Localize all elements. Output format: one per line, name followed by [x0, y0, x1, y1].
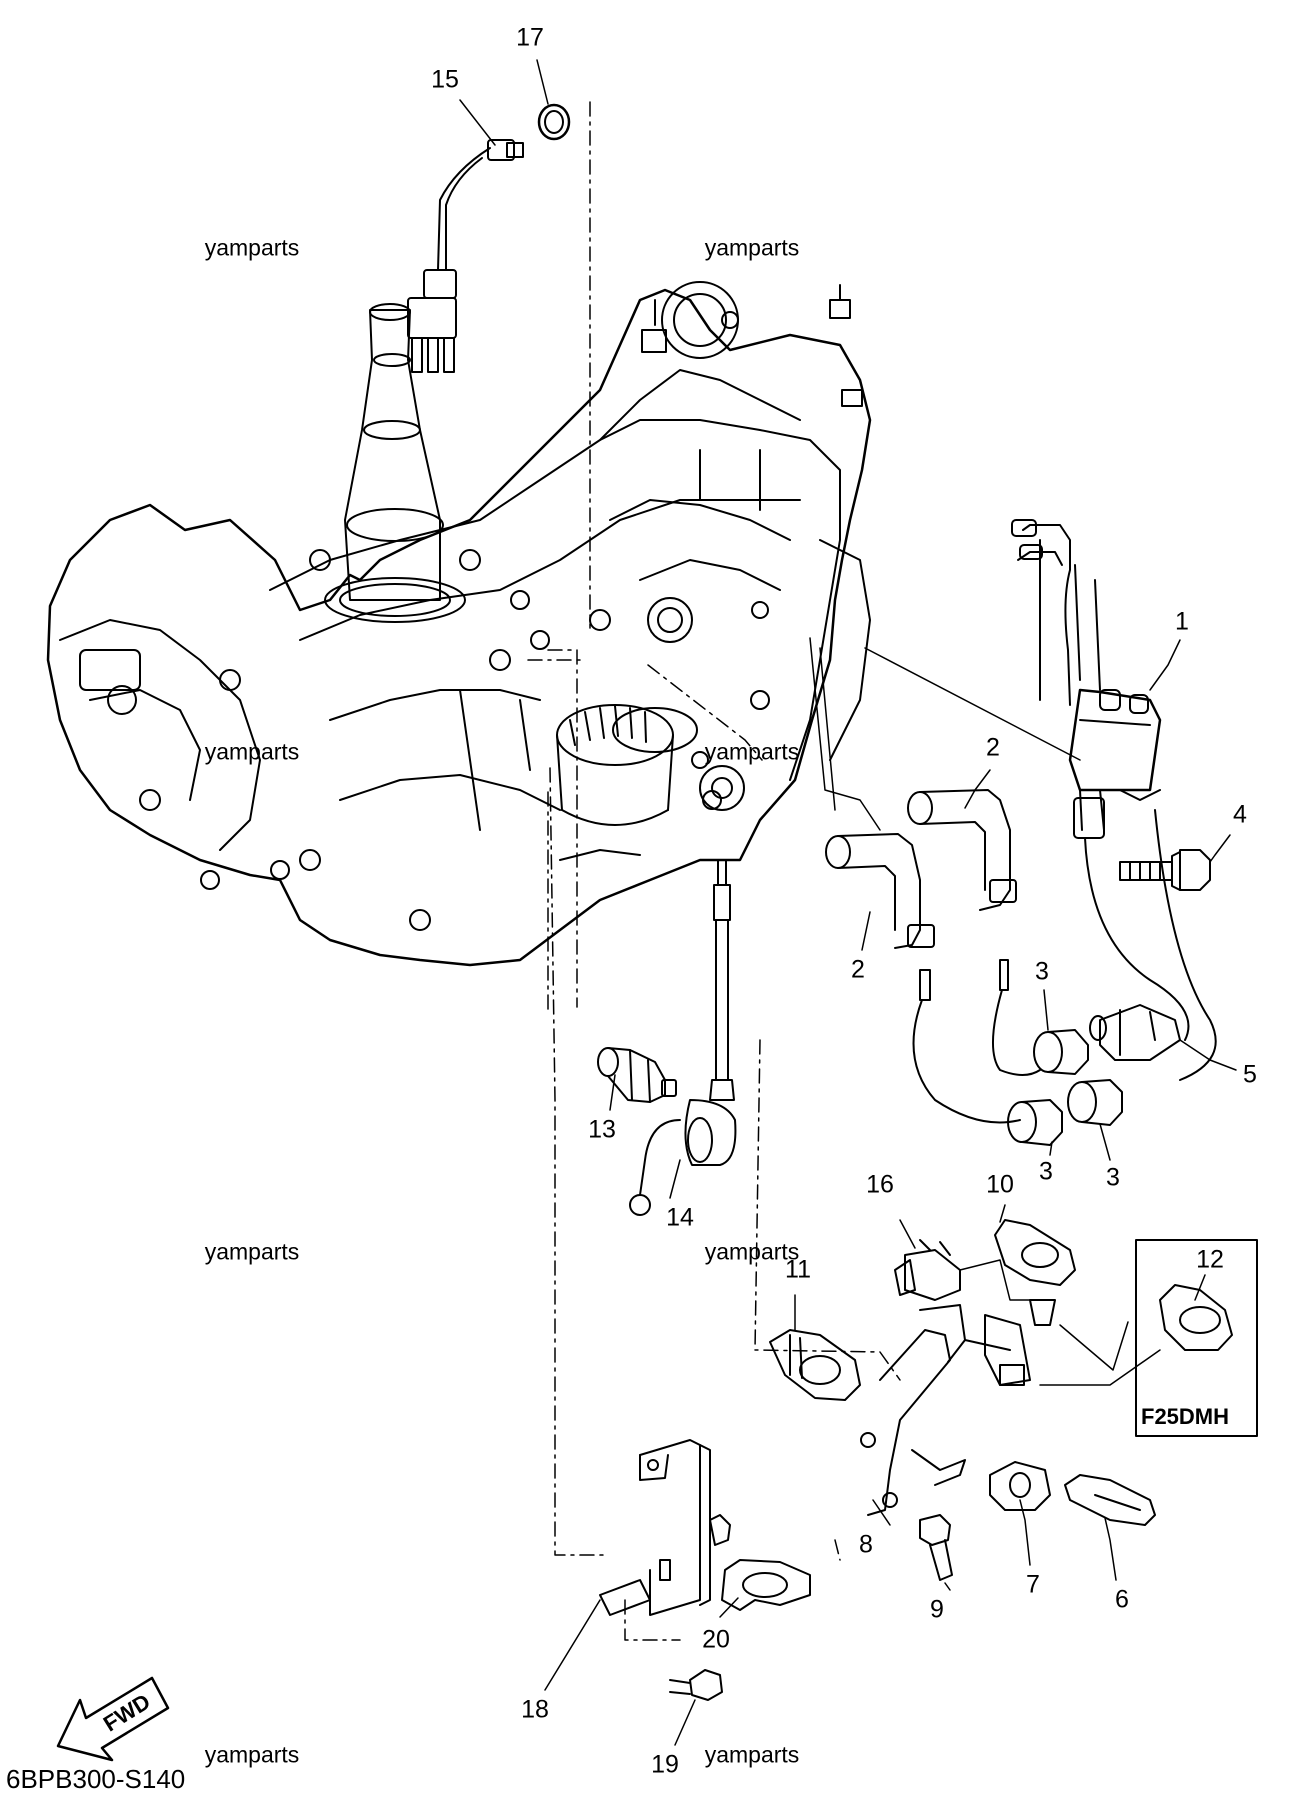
watermark-text: yamparts: [704, 1238, 800, 1265]
fwd-arrow-icon: [56, 1676, 170, 1762]
callout-label: 2: [986, 733, 1000, 762]
callout-label: 12: [1196, 1245, 1224, 1274]
callout-label: 9: [930, 1595, 944, 1624]
callout-label: 8: [859, 1530, 873, 1559]
callout-label: 3: [1035, 957, 1049, 986]
watermark-text: yamparts: [204, 738, 300, 765]
diagram-code: 6BPB300-S140: [6, 1764, 186, 1794]
callout-label: 1: [1175, 607, 1189, 636]
inset-model-label: F25DMH: [1141, 1404, 1230, 1429]
watermark-text: yamparts: [204, 1238, 300, 1265]
part-18-bracket: [599, 1439, 711, 1616]
callout-leaders: [459, 59, 1237, 1746]
callout-label: 5: [1243, 1060, 1257, 1089]
wire-lines: [809, 637, 1161, 1386]
watermark-text: yamparts: [704, 234, 800, 261]
watermark-text: yamparts: [704, 1741, 800, 1768]
leader-lines: [527, 101, 901, 1641]
inset-frame: [1135, 1239, 1258, 1437]
callout-label: 7: [1026, 1570, 1040, 1599]
callout-label: 4: [1233, 800, 1247, 829]
part-3-grommets: [1007, 1029, 1123, 1146]
part-15-sensor-lead: [407, 139, 524, 373]
callout-label: 17: [516, 23, 544, 52]
part-16-holder: [894, 1239, 961, 1301]
callout-label: 14: [666, 1203, 694, 1232]
part-4-bolt: [1119, 849, 1211, 891]
callout-label: 16: [866, 1170, 894, 1199]
callout-label: 18: [521, 1695, 549, 1724]
callout-label: 15: [431, 65, 459, 94]
part-8-bracket: [860, 1304, 1031, 1516]
part-12-clip: [1159, 1284, 1233, 1351]
part-2-plug-caps: [825, 789, 1041, 1124]
part-5-clamp: [1089, 1004, 1181, 1061]
part-10-clip: [994, 1219, 1076, 1326]
part-20-clamp: [709, 1514, 811, 1611]
callout-label: 3: [1039, 1157, 1053, 1186]
part-13-switch: [597, 1047, 677, 1103]
watermark-text: yamparts: [704, 738, 800, 765]
callout-label: 10: [986, 1170, 1014, 1199]
callout-label: 6: [1115, 1585, 1129, 1614]
part-9-bolt: [919, 1514, 953, 1581]
callout-label: 11: [785, 1255, 811, 1284]
callout-label: 2: [851, 955, 865, 984]
part-14-thermoswitch: [629, 859, 737, 1216]
part-7-block: [989, 1461, 1051, 1511]
part-6-cap: [1064, 1474, 1156, 1526]
callout-label: 19: [651, 1750, 679, 1779]
engine-block: [46, 281, 872, 967]
callout-label: 3: [1106, 1163, 1120, 1192]
part-17-washer: [537, 103, 571, 141]
part-19-bolt: [669, 1669, 723, 1701]
watermark-text: yamparts: [204, 1741, 300, 1768]
callout-label: 13: [588, 1115, 616, 1144]
watermark-text: yamparts: [204, 234, 300, 261]
part-1-ignition-coil: [1011, 519, 1217, 1081]
callout-label: 20: [702, 1625, 730, 1654]
part-11-clip: [769, 1329, 861, 1401]
